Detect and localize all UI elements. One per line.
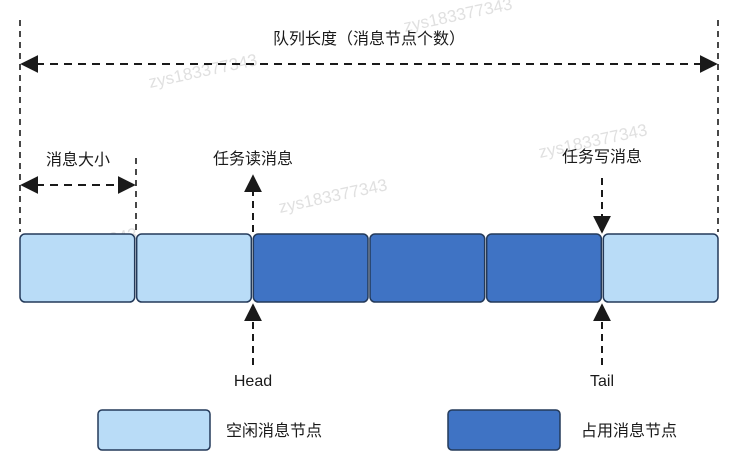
legend: 空闲消息节点 占用消息节点 bbox=[97, 409, 677, 451]
tail-pointer: Tail bbox=[590, 303, 614, 390]
task-read-pointer: 任务读消息 bbox=[213, 149, 293, 232]
head-pointer: Head bbox=[234, 303, 272, 390]
legend-free-label: 空闲消息节点 bbox=[226, 421, 322, 440]
queue-nodes bbox=[19, 233, 719, 303]
message-size-dimension: 消息大小 bbox=[20, 150, 137, 232]
message-size-label: 消息大小 bbox=[46, 150, 110, 169]
task-read-label: 任务读消息 bbox=[213, 149, 293, 168]
tail-label: Tail bbox=[590, 373, 614, 390]
head-label: Head bbox=[234, 373, 272, 390]
queue-node-free bbox=[135, 233, 253, 303]
queue-node-used bbox=[252, 233, 369, 303]
task-write-pointer: 任务写消息 bbox=[562, 147, 642, 234]
queue-node-free bbox=[602, 233, 719, 303]
queue-length-label: 队列长度（消息节点个数） bbox=[273, 29, 465, 48]
legend-used-label: 占用消息节点 bbox=[581, 421, 677, 440]
legend-used-swatch bbox=[447, 409, 561, 451]
watermark: zys183377343 bbox=[277, 175, 389, 217]
queue-node-free bbox=[19, 233, 136, 303]
queue-node-used bbox=[485, 233, 603, 303]
queue-node-used bbox=[369, 233, 486, 303]
legend-free-swatch bbox=[97, 409, 211, 451]
task-write-label: 任务写消息 bbox=[562, 147, 642, 166]
watermark: zys183377343 bbox=[147, 50, 259, 92]
queue-length-dimension: 队列长度（消息节点个数） bbox=[19, 20, 719, 232]
